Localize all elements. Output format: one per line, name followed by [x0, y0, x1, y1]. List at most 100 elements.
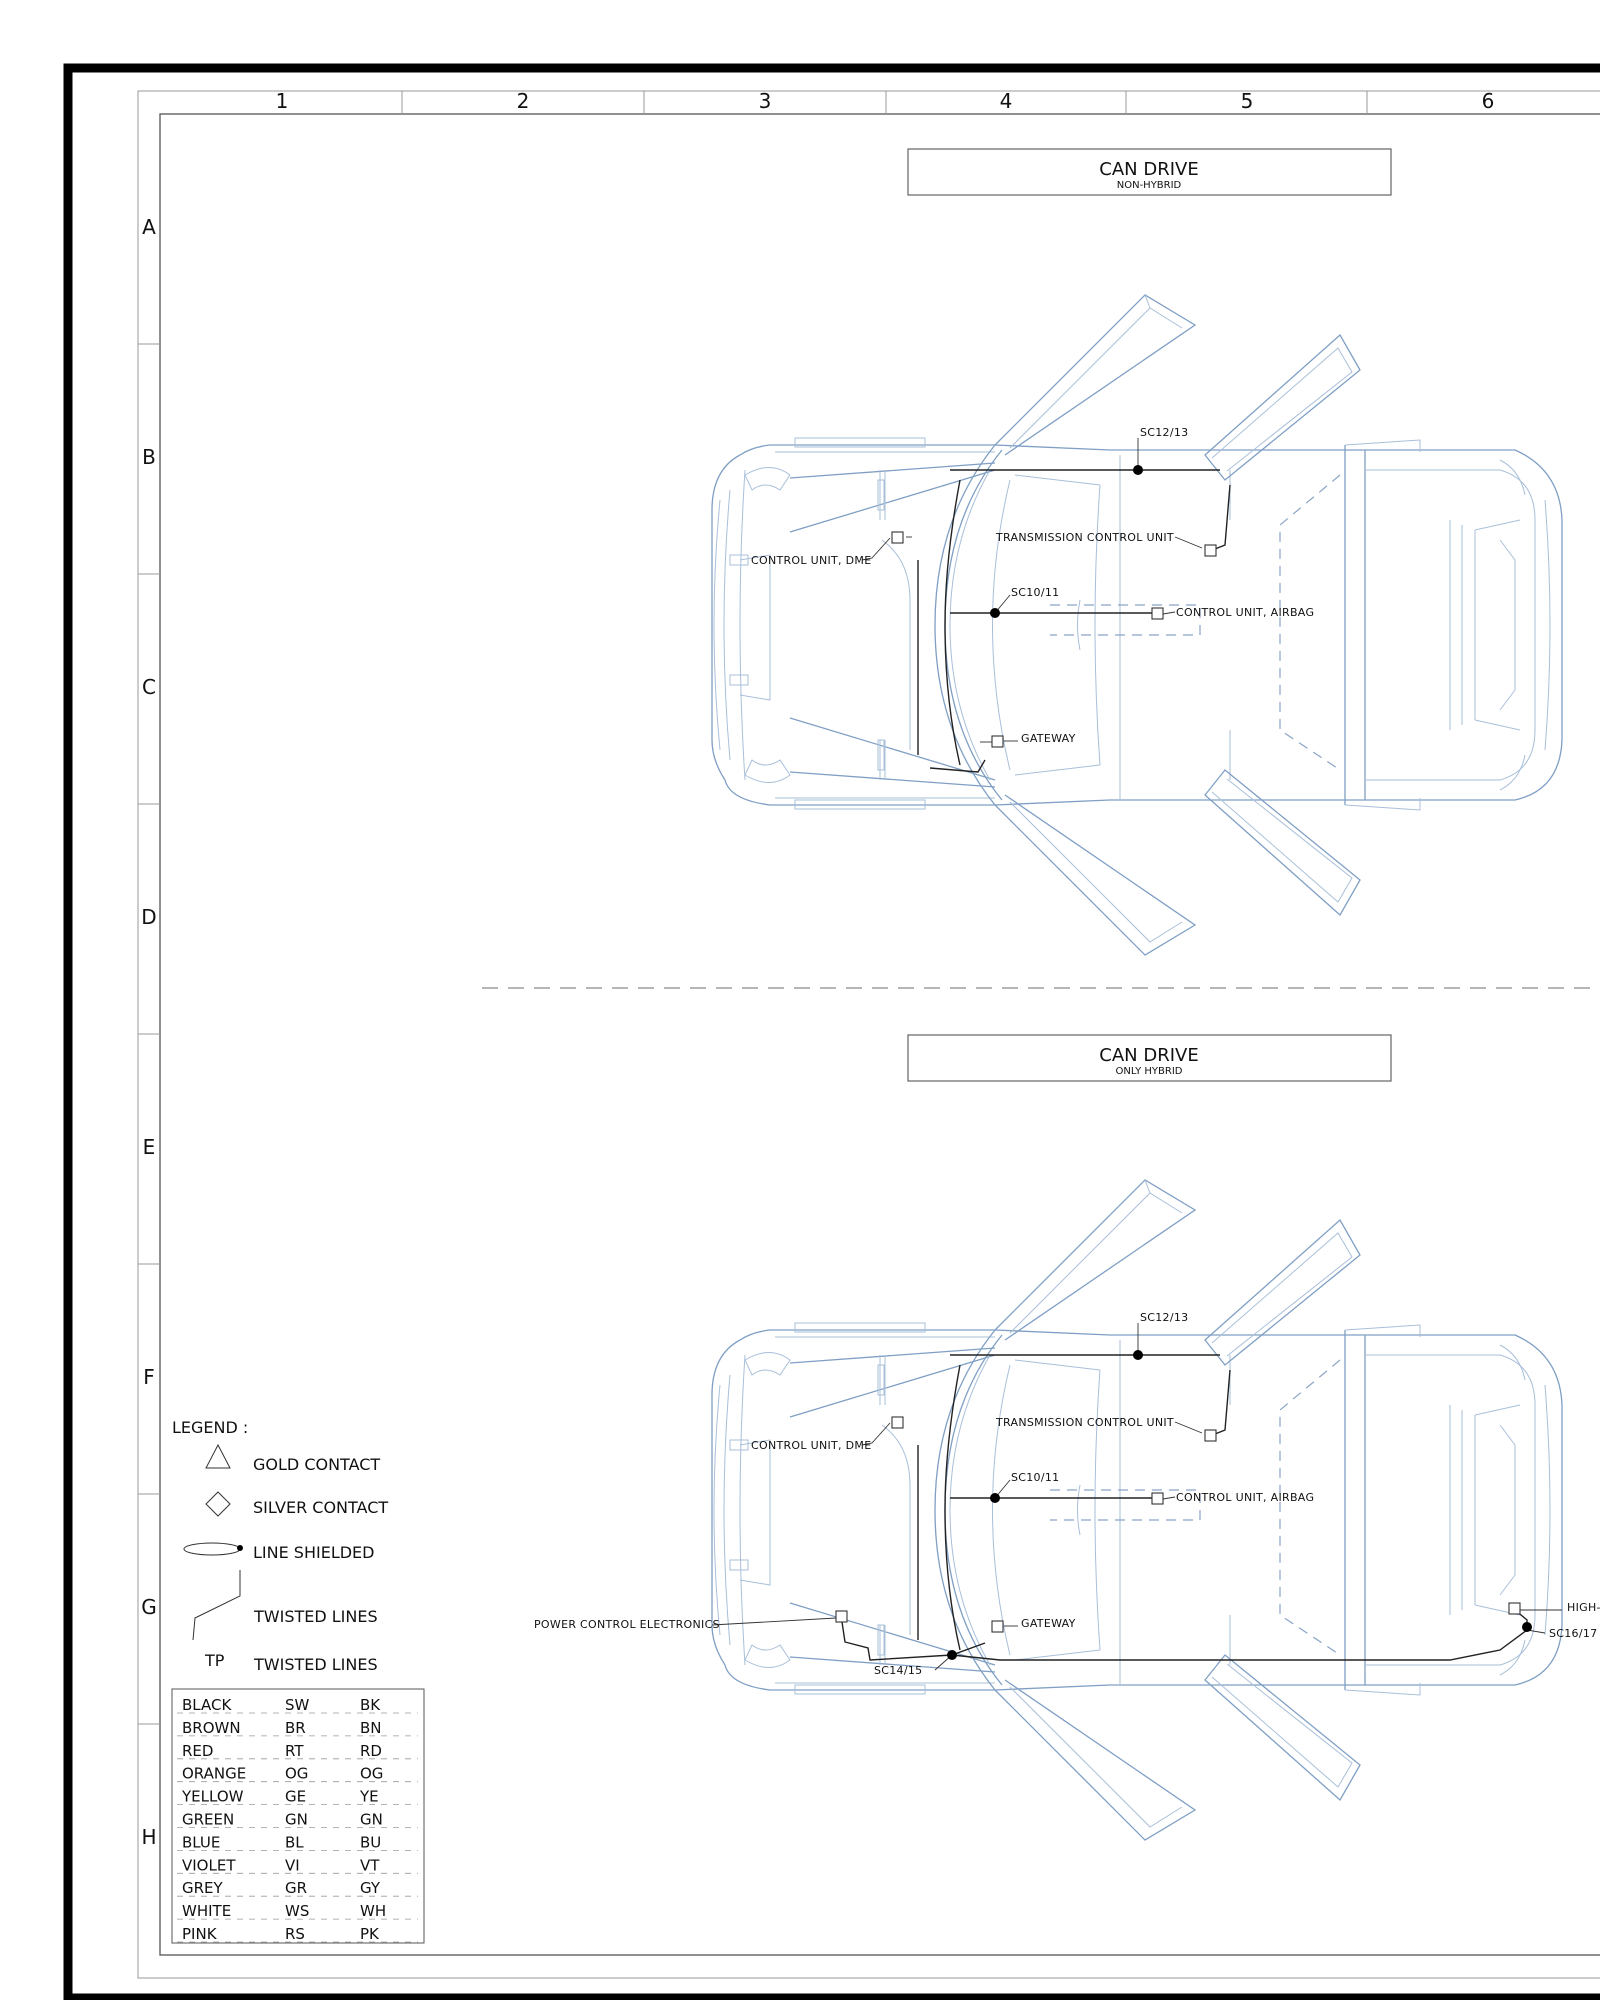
row-label: B	[142, 445, 156, 469]
can-wiring	[711, 1323, 1562, 1671]
legend-label: LINE SHIELDED	[253, 1543, 374, 1562]
row-label: F	[143, 1365, 155, 1389]
color-code-de: BR	[285, 1719, 306, 1737]
row-dividers	[138, 343, 160, 1725]
color-code-de: GR	[285, 1879, 307, 1897]
column-label: 2	[517, 89, 530, 113]
splice-sc12	[1133, 1350, 1143, 1360]
tp-symbol: TP	[204, 1651, 225, 1670]
row-label: E	[143, 1135, 156, 1159]
legend-title: LEGEND :	[172, 1418, 248, 1437]
color-code-de: RT	[285, 1742, 304, 1760]
label-sc14-15: SC14/15	[874, 1664, 922, 1677]
color-name: YELLOW	[181, 1788, 244, 1806]
color-code-de: VI	[285, 1856, 300, 1874]
color-code-de: OG	[285, 1765, 308, 1783]
color-code-de: BL	[285, 1833, 304, 1851]
connector-high-voltage	[1508, 1602, 1521, 1615]
label-control-unit-dme: CONTROL UNIT, DME	[751, 554, 871, 567]
color-code-en: VT	[360, 1856, 380, 1874]
row-labels: A B C D E F G H	[141, 215, 157, 1849]
column-label: 4	[1000, 89, 1013, 113]
connector-dme	[891, 531, 904, 544]
connector-dme	[891, 1416, 904, 1429]
color-code-de: RS	[285, 1925, 305, 1943]
color-name: GREY	[182, 1879, 224, 1897]
color-name: GREEN	[182, 1811, 234, 1829]
legend: LEGEND : GOLD CONTACT SILVER CONTACT LIN…	[171, 1418, 425, 1944]
label-transmission-control-unit: TRANSMISSION CONTROL UNIT	[995, 531, 1174, 544]
can-wiring	[861, 438, 1231, 773]
splice-sc10	[990, 1493, 1000, 1503]
row-label: C	[142, 675, 156, 699]
label-transmission-control-unit: TRANSMISSION CONTROL UNIT	[995, 1416, 1174, 1429]
color-code-en: PK	[360, 1925, 380, 1943]
connector-airbag	[1151, 607, 1164, 620]
legend-label: TWISTED LINES	[253, 1655, 378, 1674]
connector-gateway	[991, 1620, 1004, 1633]
color-code-en: WH	[360, 1902, 386, 1920]
column-label: 6	[1482, 89, 1495, 113]
label-control-unit-airbag: CONTROL UNIT, AIRBAG	[1176, 1491, 1314, 1504]
row-label: D	[141, 905, 156, 929]
connector-airbag	[1151, 1492, 1164, 1505]
color-code-en: BK	[360, 1696, 381, 1714]
label-sc12-13: SC12/13	[1140, 426, 1188, 439]
splice-sc12	[1133, 465, 1143, 475]
color-name: VIOLET	[182, 1856, 236, 1874]
color-code-en: BU	[360, 1833, 381, 1851]
label-power-control-electronics: POWER CONTROL ELECTRONICS	[534, 1618, 720, 1631]
legend-label: TWISTED LINES	[253, 1607, 378, 1626]
row-label: G	[141, 1595, 157, 1619]
color-code-en: GN	[360, 1811, 383, 1829]
car-outline	[711, 294, 1563, 956]
color-name: BLUE	[182, 1833, 220, 1851]
connector-tcu	[1204, 544, 1217, 557]
panel-title: CAN DRIVE	[1099, 159, 1198, 180]
panel-only-hybrid: CAN DRIVE ONLY HYBRID	[534, 1034, 1600, 1841]
color-name: PINK	[182, 1925, 218, 1943]
column-labels: 1 2 3 4 5 6	[276, 89, 1495, 113]
color-table	[171, 1688, 425, 1944]
twisted-lines-icon	[192, 1570, 241, 1641]
color-code-de: WS	[285, 1902, 309, 1920]
shield-ellipse-icon	[183, 1542, 243, 1556]
panel-title: CAN DRIVE	[1099, 1045, 1198, 1066]
row-label: H	[141, 1825, 156, 1849]
panel-subtitle: NON-HYBRID	[1117, 180, 1182, 191]
triangle-icon	[205, 1443, 231, 1469]
color-name: ORANGE	[182, 1765, 246, 1783]
label-high-voltage: HIGH-	[1567, 1601, 1600, 1614]
color-code-de: SW	[285, 1696, 310, 1714]
column-label: 3	[759, 89, 772, 113]
color-code-en: BN	[360, 1719, 382, 1737]
legend-label: SILVER CONTACT	[253, 1498, 388, 1517]
color-code-en: GY	[360, 1879, 381, 1897]
label-gateway: GATEWAY	[1021, 1617, 1076, 1630]
column-label: 1	[276, 89, 289, 113]
color-name: BLACK	[182, 1696, 232, 1714]
label-sc12-13: SC12/13	[1140, 1311, 1188, 1324]
label-control-unit-airbag: CONTROL UNIT, AIRBAG	[1176, 606, 1314, 619]
color-code-de: GE	[285, 1788, 306, 1806]
connector-tcu	[1204, 1429, 1217, 1442]
color-code-de: GN	[285, 1811, 308, 1829]
color-code-en: RD	[360, 1742, 382, 1760]
label-gateway: GATEWAY	[1021, 732, 1076, 745]
color-name: WHITE	[182, 1902, 231, 1920]
connector-power-control-electronics	[835, 1610, 848, 1623]
panel-title-box	[907, 1034, 1392, 1082]
splice-sc16	[1522, 1622, 1532, 1632]
color-name: RED	[182, 1742, 213, 1760]
outer-frame	[63, 63, 1600, 2000]
diamond-icon	[205, 1491, 231, 1517]
label-control-unit-dme: CONTROL UNIT, DME	[751, 1439, 871, 1452]
label-sc10-11: SC10/11	[1011, 586, 1059, 599]
splice-sc10	[990, 608, 1000, 618]
row-label: A	[142, 215, 156, 239]
column-label: 5	[1241, 89, 1254, 113]
panel-subtitle: ONLY HYBRID	[1116, 1066, 1183, 1077]
car-outline	[711, 1179, 1563, 1841]
